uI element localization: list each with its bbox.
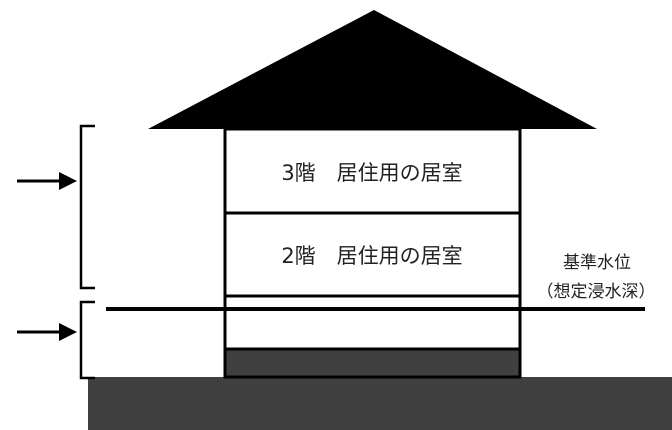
floor-1-room [223,294,522,351]
water-level-sublabel: （想定浸水深） [537,282,656,302]
roof [148,10,597,129]
floor-2-room [223,211,522,298]
foundation-block [223,347,522,379]
water-level-label: 基準水位 [563,253,631,273]
floor-3-room [223,127,522,215]
house-body [223,127,522,351]
ground-slab [88,377,672,430]
lower-arrow [17,323,77,341]
lower-bracket [79,300,95,380]
upper-arrow [17,172,77,190]
floor-3-label: 3階 居住用の居室 [281,161,462,185]
upper-bracket [79,124,95,290]
floor-2-label: 2階 居住用の居室 [281,244,462,268]
